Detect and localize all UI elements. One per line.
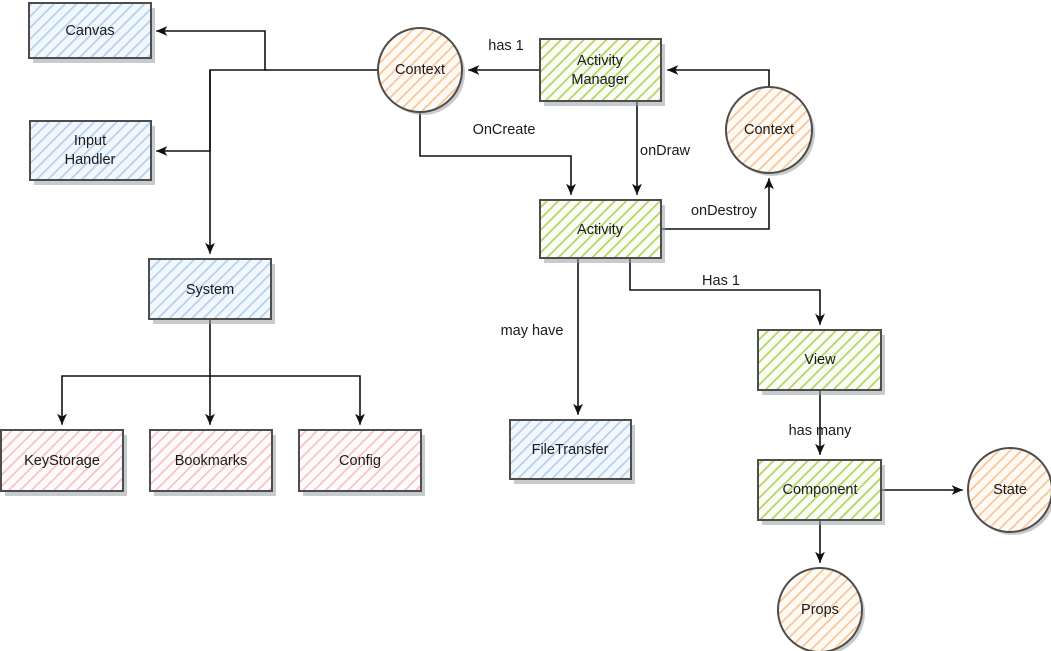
node-context-right[interactable]: Context	[725, 86, 815, 176]
node-props[interactable]: Props	[777, 567, 865, 651]
edges-layer	[57, 26, 963, 563]
edge-label-has-1-view: Has 1	[702, 273, 740, 289]
node-context-left[interactable]: Context	[377, 27, 465, 115]
edge-label-oncreate: OnCreate	[473, 122, 536, 138]
node-activity[interactable]: Activity	[539, 199, 665, 263]
edge-label-has-1: has 1	[488, 38, 523, 54]
node-bookmarks[interactable]: Bookmarks	[149, 429, 276, 496]
activity-box[interactable]	[539, 199, 662, 259]
props-circle[interactable]	[777, 567, 863, 651]
node-keystorage[interactable]: KeyStorage	[0, 429, 127, 496]
edge-context-right-to-activity-manager[interactable]	[667, 65, 770, 89]
node-component[interactable]: Component	[757, 459, 885, 525]
node-filetransfer[interactable]: FileTransfer	[509, 419, 635, 484]
node-input-handler[interactable]: Input Handler	[29, 120, 155, 185]
bookmarks-box[interactable]	[149, 429, 273, 492]
edge-context-to-input-handler[interactable]	[156, 69, 267, 156]
system-box[interactable]	[148, 258, 272, 320]
edge-label-ondraw: onDraw	[640, 143, 690, 159]
config-box[interactable]	[298, 429, 422, 492]
node-system[interactable]: System	[148, 258, 275, 324]
canvas-box[interactable]	[28, 2, 152, 59]
node-view[interactable]: View	[757, 329, 885, 395]
edge-system-to-config[interactable]	[209, 375, 365, 425]
edge-activity-has1-view[interactable]	[629, 258, 825, 325]
edge-label-ondestroy: onDestroy	[691, 203, 758, 219]
edge-label-may-have: may have	[501, 323, 564, 339]
activity-manager-box[interactable]	[539, 38, 662, 102]
node-state[interactable]: State	[967, 447, 1051, 535]
view-box[interactable]	[757, 329, 882, 391]
edge-context-oncreate-activity[interactable]	[419, 112, 576, 195]
edge-context-to-canvas[interactable]	[156, 26, 379, 71]
filetransfer-box[interactable]	[509, 419, 632, 480]
keystorage-box[interactable]	[0, 429, 124, 492]
node-activity-manager[interactable]: Activity Manager	[539, 38, 665, 106]
input-handler-box[interactable]	[29, 120, 152, 181]
context-left-circle[interactable]	[377, 27, 463, 113]
component-box[interactable]	[757, 459, 882, 521]
node-canvas[interactable]: Canvas	[28, 2, 155, 63]
edge-system-to-keystorage[interactable]	[57, 375, 211, 425]
edge-activity-ondestroy-context-right[interactable]	[660, 178, 774, 230]
context-right-circle[interactable]	[725, 86, 813, 174]
node-config[interactable]: Config	[298, 429, 425, 496]
state-circle[interactable]	[967, 447, 1051, 533]
